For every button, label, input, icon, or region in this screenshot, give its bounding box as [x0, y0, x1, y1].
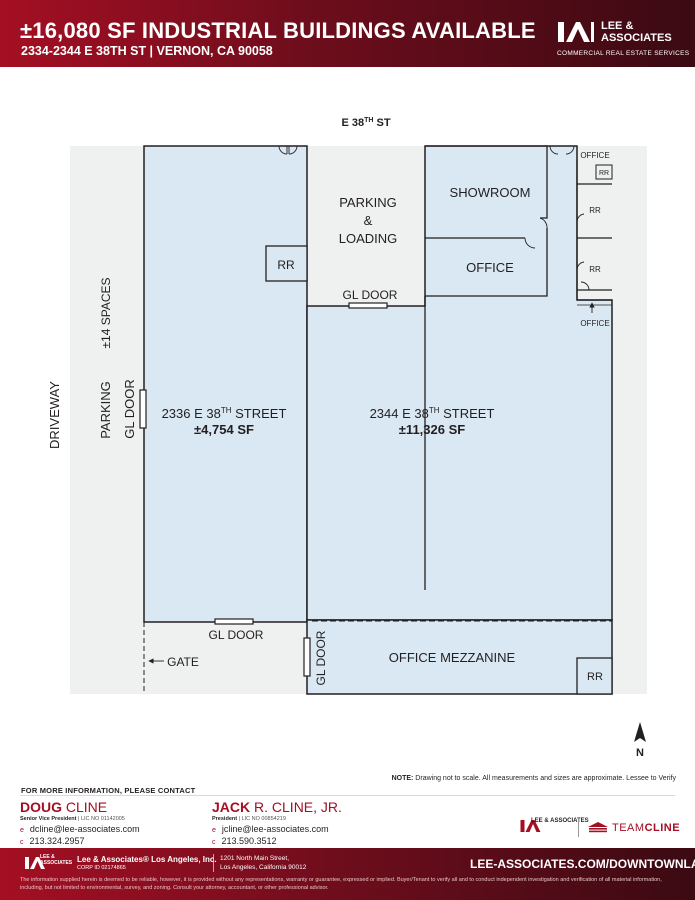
footer-url-link[interactable]: LEE-ASSOCIATES.COM/DOWNTOWNLA — [470, 857, 695, 871]
partner-divider — [578, 817, 579, 837]
showroom-label: SHOWROOM — [450, 185, 531, 200]
agent-title: Senior Vice President | LIC NO 01142005 — [20, 816, 125, 822]
unit-a-address: 2336 E 38TH STREET — [162, 406, 287, 421]
logo-tagline: COMMERCIAL REAL ESTATE SERVICES — [557, 50, 690, 57]
office-label: OFFICE — [466, 260, 514, 275]
agent-doug-cline: DOUG CLINE Senior Vice President | LIC N… — [20, 799, 140, 846]
gl-door-label-4: GL DOOR — [314, 630, 328, 685]
unit-b-address: 2344 E 38TH STREET — [370, 406, 495, 421]
lee-associates-small-logo-icon — [520, 820, 541, 832]
property-address: 2334-2344 E 38TH ST | VERNON, CA 90058 — [21, 44, 273, 58]
footer-company: Lee & Associates® Los Angeles, Inc. — [77, 855, 217, 864]
agent-title: President | LIC NO 00854219 — [212, 816, 286, 822]
agent-name: JACK R. CLINE, JR. — [212, 799, 342, 815]
logo-name: LEE & ASSOCIATES — [601, 20, 672, 44]
rr-label-2: RR — [589, 206, 601, 215]
team-cline-name: TEAMCLINE — [612, 822, 681, 834]
rr-label-a: RR — [277, 258, 295, 272]
office-top-label: OFFICE — [580, 151, 609, 160]
rr-label-3: RR — [589, 265, 601, 274]
gl-door-label-2: GL DOOR — [122, 379, 137, 438]
street-label: E 38TH ST — [341, 117, 390, 129]
site-area — [70, 146, 647, 694]
north-label: N — [636, 747, 644, 759]
spaces-label: ±14 SPACES — [99, 277, 113, 348]
footer-logo-name: LEE & ASSOCIATES — [40, 854, 73, 866]
north-arrow-icon — [634, 722, 646, 742]
partner-logo-name: LEE & ASSOCIATES — [531, 818, 589, 824]
rr-label-top: RR — [599, 170, 609, 177]
rr-mezzanine-room — [576, 657, 613, 695]
rr-room-a — [265, 245, 308, 282]
footer-logo-icon — [25, 857, 45, 869]
office-mezzanine-label: OFFICE MEZZANINE — [389, 650, 516, 665]
footer-address: 1201 North Main Street,Los Angeles, Cali… — [220, 855, 307, 871]
parking-label: PARKING — [98, 381, 113, 439]
driveway-label: DRIVEWAY — [47, 381, 62, 449]
unit-2344 — [306, 145, 613, 621]
office-mezzanine-area — [306, 619, 613, 695]
gl-door-label-3: GL DOOR — [209, 628, 264, 642]
unit-b-sf: ±11,326 SF — [399, 422, 465, 437]
office-small-label: OFFICE — [580, 319, 609, 328]
page-title: ±16,080 SF INDUSTRIAL BUILDINGS AVAILABL… — [20, 18, 536, 43]
header-banner: ±16,080 SF INDUSTRIAL BUILDINGS AVAILABL… — [0, 0, 695, 67]
drawing-note: NOTE: Drawing not to scale. All measurem… — [391, 775, 676, 782]
footer-disclaimer: The information supplied herein is deeme… — [20, 877, 662, 891]
team-cline-icon — [588, 822, 608, 833]
rr-label-mezz: RR — [587, 671, 603, 683]
footer-banner: LEE & ASSOCIATES Lee & Associates® Los A… — [0, 848, 695, 900]
unit-a-sf: ±4,754 SF — [194, 422, 254, 437]
agent-jack-cline: JACK R. CLINE, JR. President | LIC NO 00… — [212, 799, 342, 846]
gl-door-label-1: GL DOOR — [343, 288, 398, 302]
parking-loading-line1: PARKING — [339, 195, 397, 210]
contact-divider — [20, 795, 675, 796]
contact-heading: FOR MORE INFORMATION, PLEASE CONTACT — [21, 786, 196, 795]
footer-corp-id: CORP ID 02174865 — [77, 865, 126, 871]
agent-name: DOUG CLINE — [20, 799, 108, 815]
unit-2336 — [143, 145, 308, 623]
lee-associates-logo-icon — [558, 22, 594, 42]
footer-divider — [213, 854, 214, 872]
gate-label: GATE — [167, 655, 199, 669]
parking-loading-line2: & — [364, 213, 373, 228]
parking-loading-line3: LOADING — [339, 231, 398, 246]
